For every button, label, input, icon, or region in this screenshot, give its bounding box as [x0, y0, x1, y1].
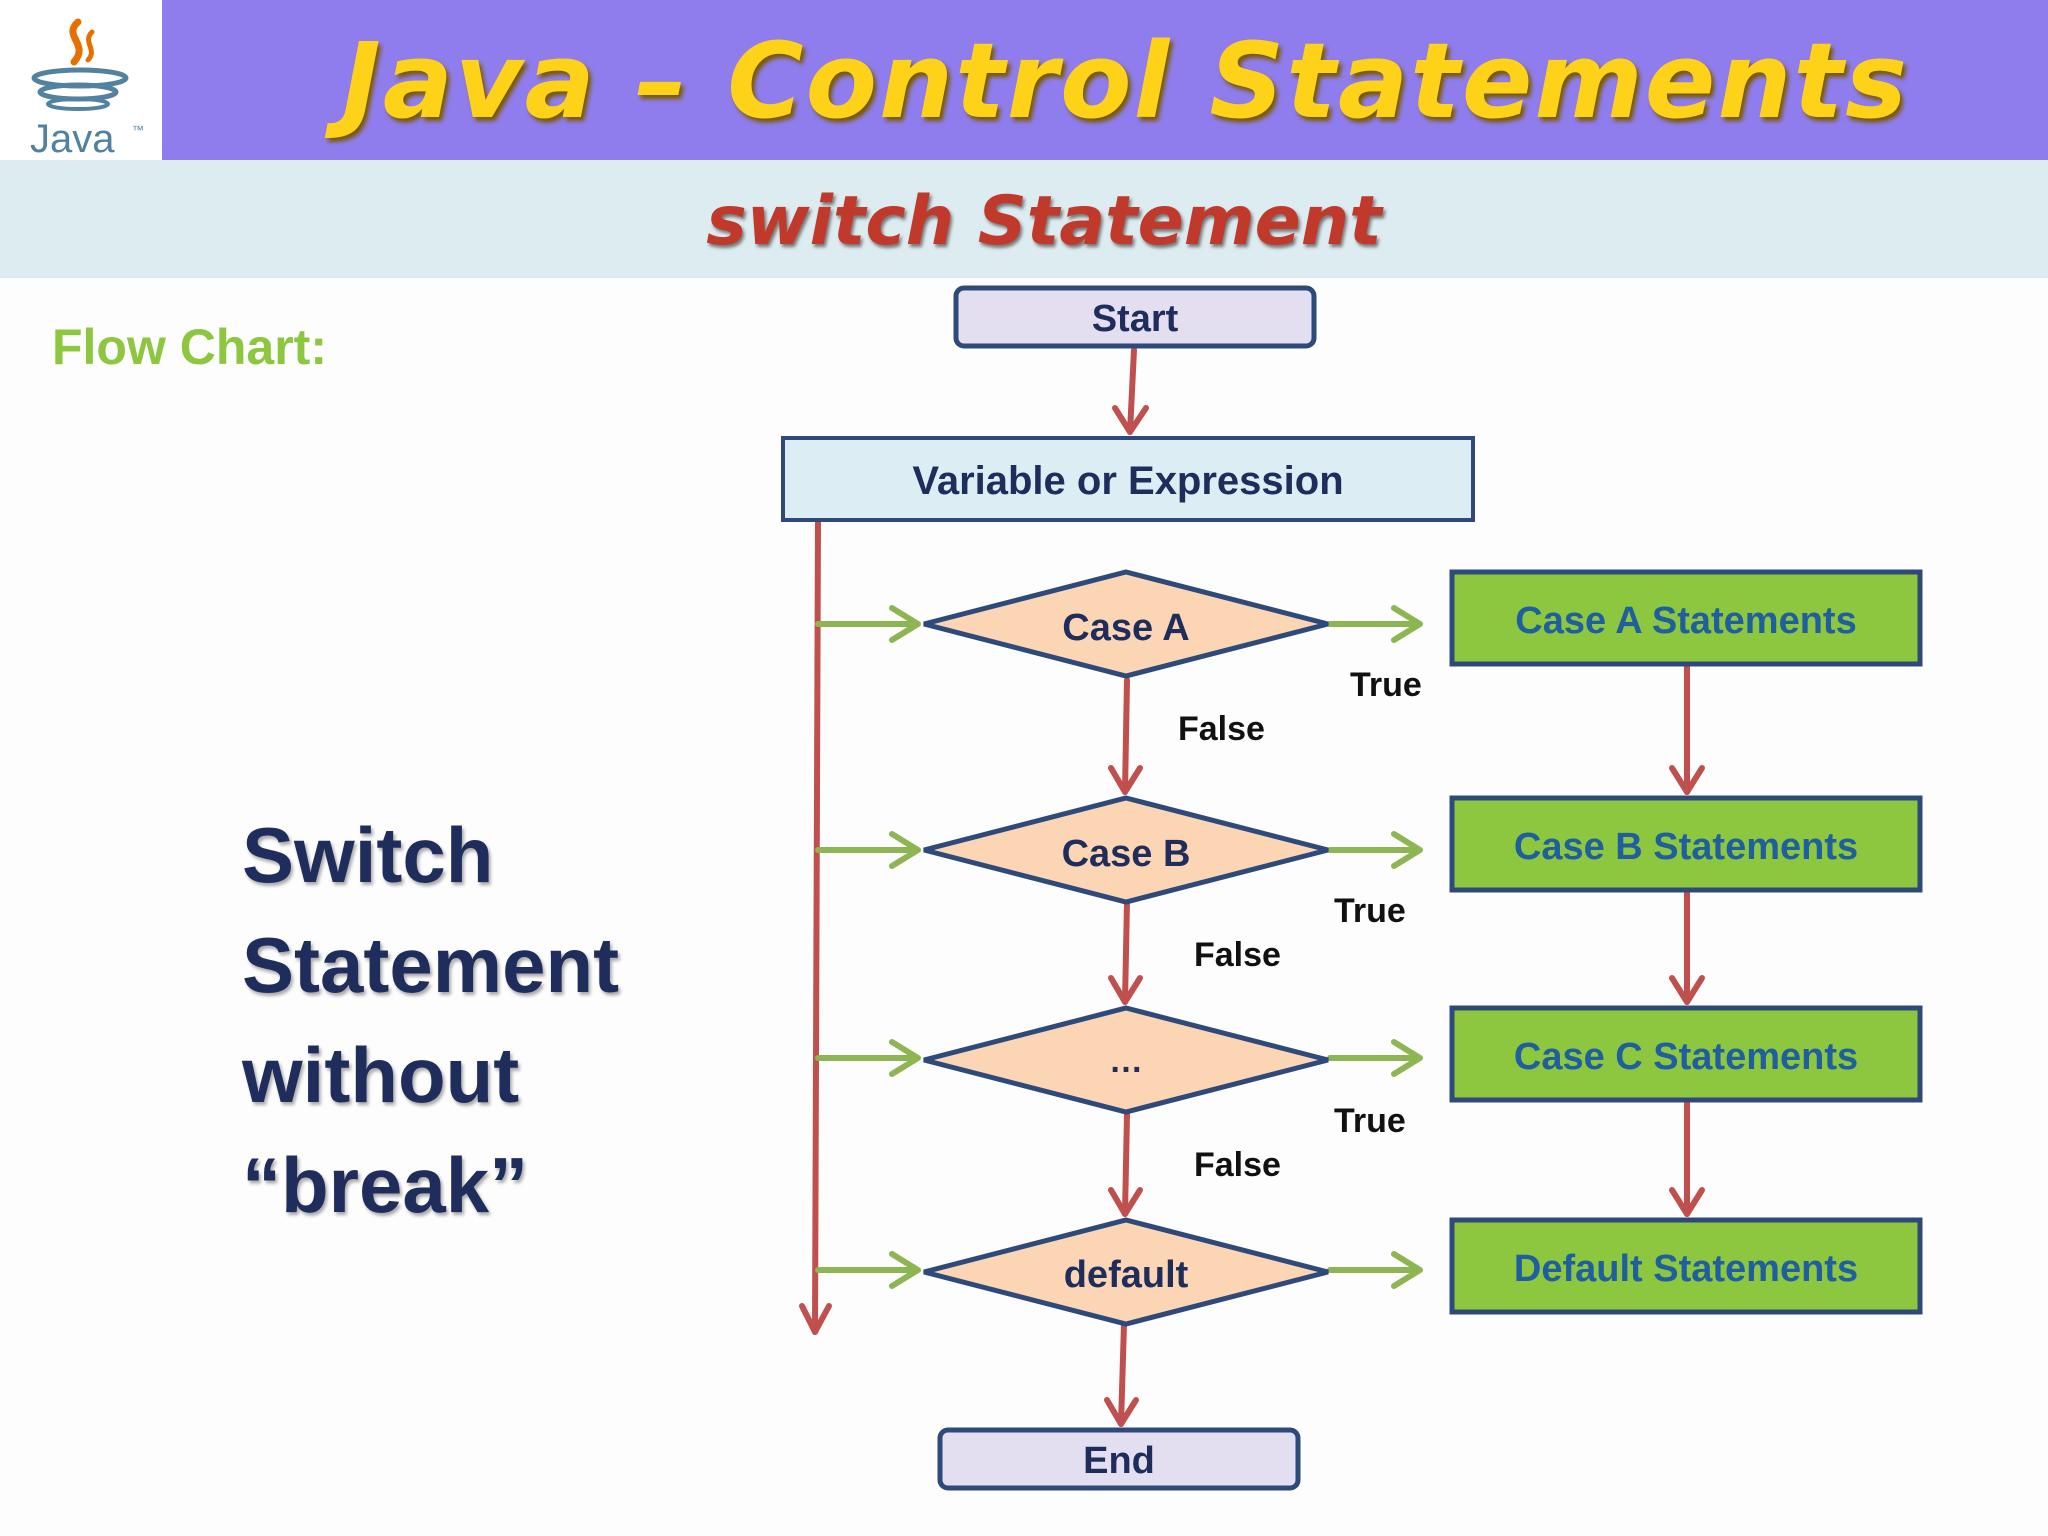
end-label: End — [1083, 1440, 1155, 1482]
arrowhead — [1669, 975, 1705, 1005]
decision-default: default — [923, 1217, 1329, 1327]
arrowhead — [1391, 831, 1423, 869]
case-a-statements-label: Case A Statements — [1515, 600, 1856, 642]
case-b-statements-label: Case B Statements — [1514, 826, 1858, 868]
case-b-label: Case B — [1062, 833, 1191, 875]
arrowhead — [1669, 765, 1705, 795]
green-connectors — [815, 605, 1423, 1289]
decision-case-dots: … — [923, 1005, 1329, 1115]
case-c-statements-box: Case C Statements — [1449, 1005, 1923, 1103]
logo-trademark: ™ — [132, 123, 144, 137]
expression-label: Variable or Expression — [912, 459, 1343, 503]
true-label-a: True — [1350, 666, 1422, 704]
left-vertical-line — [812, 515, 821, 1335]
arrow-default-to-end — [1118, 1321, 1127, 1427]
caption-line: Statement — [242, 921, 620, 1009]
arrowhead — [1108, 975, 1143, 1005]
false-label-dots: False — [1194, 1146, 1281, 1184]
false-label-a: False — [1178, 710, 1265, 748]
caption-line: Switch — [242, 811, 494, 899]
true-label-b: True — [1334, 892, 1406, 930]
case-a-label: Case A — [1062, 607, 1189, 649]
case-dots-label: … — [1109, 1042, 1143, 1080]
arrowhead — [1669, 1187, 1705, 1217]
arrow-false-b-to-dots — [1122, 899, 1130, 1005]
arrowhead — [1104, 1397, 1139, 1427]
arrow-false-a-to-b — [1122, 677, 1130, 795]
end-node: End — [937, 1427, 1301, 1491]
false-label-b: False — [1194, 936, 1281, 974]
expression-node: Variable or Expression — [781, 436, 1475, 522]
arrow-false-dots-to-default — [1122, 1111, 1130, 1217]
slide-title: Java – Control Statements — [342, 20, 1909, 142]
case-a-statements-box: Case A Statements — [1449, 569, 1923, 667]
side-caption: Switch Statement without “break” — [242, 800, 702, 1240]
java-logo: Java ™ — [0, 0, 162, 161]
case-c-statements-label: Case C Statements — [1514, 1036, 1858, 1078]
caption-line: “break” — [242, 1141, 529, 1229]
logo-wordmark: Java — [30, 117, 115, 160]
caption-line: without — [242, 1031, 520, 1119]
arrowhead — [889, 831, 921, 869]
arrowhead — [1391, 1251, 1423, 1289]
default-statements-box: Default Statements — [1449, 1217, 1923, 1315]
arrowhead — [1108, 1187, 1143, 1217]
arrow-start-to-expression — [1127, 347, 1137, 435]
arrowhead — [799, 1303, 832, 1335]
default-statements-label: Default Statements — [1514, 1248, 1858, 1290]
arrowhead — [1112, 405, 1149, 435]
arrowhead — [889, 1039, 921, 1077]
arrowhead — [1391, 1039, 1423, 1077]
arrowhead — [889, 1251, 921, 1289]
arrowhead — [1391, 605, 1423, 643]
red-connectors — [799, 347, 1705, 1427]
default-label: default — [1064, 1254, 1189, 1296]
flow-chart-label: Flow Chart: — [52, 319, 327, 375]
arrowhead — [889, 605, 921, 643]
title-band: Java – Control Statements — [162, 0, 2048, 160]
slide-subtitle: switch Statement — [706, 182, 1382, 261]
subtitle-band: switch Statement — [0, 160, 2048, 278]
decision-case-a: Case A — [923, 569, 1329, 679]
start-label: Start — [1092, 298, 1179, 340]
start-node: Start — [953, 285, 1317, 349]
decision-case-b: Case B — [923, 795, 1329, 905]
case-b-statements-box: Case B Statements — [1449, 795, 1923, 893]
arrowhead — [1108, 765, 1143, 795]
true-label-dots: True — [1334, 1102, 1406, 1140]
